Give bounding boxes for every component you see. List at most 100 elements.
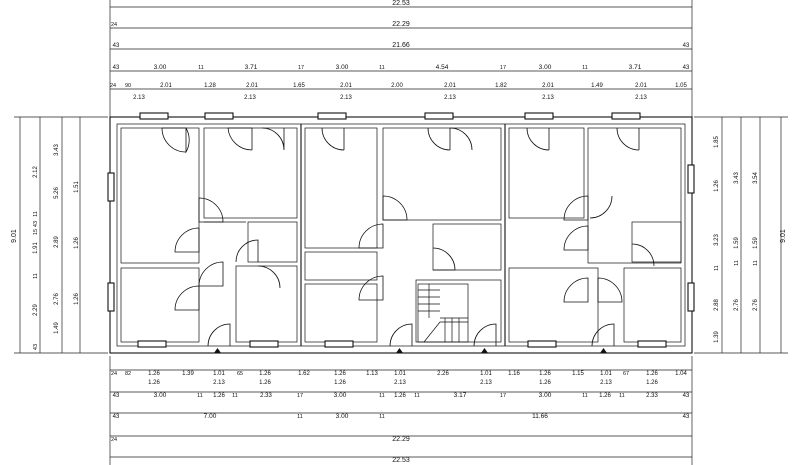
bottom-r2-label: 3.00 [334, 392, 347, 399]
bottom-r1b-label: 2.13 [480, 380, 492, 386]
top-r4-label: 3.00 [336, 64, 349, 71]
bottom-r3-label: 43 [113, 414, 120, 420]
party-walls [300, 124, 506, 346]
left-c3-label: 3.43 [54, 144, 60, 156]
bottom-r2-label: 1.26 [599, 393, 611, 399]
right-c3-label: 11 [753, 260, 759, 266]
right-c3-label: 3.54 [753, 172, 759, 184]
building-outline [109, 116, 693, 354]
top-r5-label: 2.01 [635, 83, 647, 89]
right-c1-label: 1.39 [714, 331, 720, 343]
top-r5-label: 1.82 [495, 83, 507, 89]
bottom-total-label: 22.53 [392, 457, 410, 464]
entrance-arrow-icon [481, 348, 488, 353]
bottom-r2-label: 11 [619, 393, 625, 399]
top-r5-label: 2.01 [160, 83, 172, 89]
top-r4-label: 3.71 [629, 64, 642, 71]
top-r4-label: 3.00 [539, 64, 552, 71]
bottom-r1-label: 1.62 [298, 371, 310, 377]
bottom-r2-label: 11 [582, 393, 588, 399]
bottom-r1b-label: 2.13 [394, 380, 406, 386]
bottom-r2-label: 3.17 [454, 392, 467, 399]
top-r3-label: 21.66 [392, 42, 410, 49]
entrance-arrow-icon [214, 348, 221, 353]
bottom-r3-label: 11 [297, 414, 303, 420]
bottom-r2-label: 1.26 [394, 393, 406, 399]
bottom-r3-label: 43 [683, 414, 690, 420]
bottom-r1-label: 1.13 [366, 371, 378, 377]
top-r3-label: 43 [113, 43, 120, 49]
left-c3-label: 2.89 [54, 236, 60, 248]
bottom-r2-label: 11 [197, 393, 203, 399]
top-r3-label: 43 [683, 43, 690, 49]
bottom-r1-label: 1.26 [646, 371, 658, 377]
right-c2-label: 3.43 [734, 172, 740, 184]
bottom-r1-label: 65 [237, 371, 243, 377]
bottom-r1-label: 1.01 [213, 371, 225, 377]
unit-1-rooms [120, 127, 298, 343]
bottom-r1b-label: 1.26 [334, 380, 346, 386]
left-c2-label: 15 [33, 229, 39, 235]
bottom-r4-label: 24 [111, 437, 117, 443]
bottom-r1-label: 2.26 [437, 371, 449, 377]
top-r5-label: 24 [110, 83, 116, 89]
top-r5-label: 1.28 [204, 83, 216, 89]
right-c1-label: 11 [714, 265, 720, 271]
top-r6-label: 2.13 [133, 95, 145, 101]
bottom-dimension-chains: 24 82 1.26 1.39 1.01 65 1.26 1.62 1.26 1… [109, 356, 693, 465]
top-r6-label: 2.13 [635, 95, 647, 101]
left-c4-label: 1.26 [74, 293, 80, 305]
entrance-arrow-icon [396, 348, 403, 353]
top-r4-label: 4.54 [436, 64, 449, 71]
unit-3-rooms [508, 127, 682, 343]
left-c2-label: 2.12 [33, 166, 39, 178]
top-r5-label: 90 [125, 83, 131, 89]
top-r6-label: 2.13 [444, 95, 456, 101]
left-outer-label: 9.01 [11, 229, 18, 243]
bottom-r4-label: 22.29 [392, 436, 410, 443]
entrance-arrow-icon [600, 348, 607, 353]
top-r4-label: 43 [683, 65, 690, 71]
bottom-r1-label: 24 [111, 371, 117, 377]
left-c2-label: 11 [33, 211, 39, 217]
bottom-r1b-label: 1.26 [259, 380, 271, 386]
left-c3-label: 5.26 [54, 187, 60, 199]
bottom-r1b-label: 2.13 [213, 380, 225, 386]
top-r5-label: 2.01 [246, 83, 258, 89]
right-dimension-chains: 1.85 1.26 1.26 3.23 11 2.88 1.26 1.39 3.… [694, 116, 788, 354]
bottom-r1-label: 1.04 [675, 371, 687, 377]
left-c2-label: 43 [33, 221, 39, 227]
bottom-r3-label: 7.00 [204, 413, 217, 420]
top-total-label: 22.53 [392, 0, 410, 7]
left-c4-label: 1.51 [74, 181, 80, 193]
bottom-r2-label: 17 [297, 393, 303, 399]
bottom-r1-label: 67 [623, 371, 629, 377]
bottom-r2-label: 2.33 [646, 393, 658, 399]
staircase [417, 283, 469, 343]
bottom-r3-label: 3.00 [336, 413, 349, 420]
top-r4-label: 3.00 [154, 64, 167, 71]
bottom-r2-label: 11 [414, 393, 420, 399]
bottom-r2-label: 3.00 [154, 392, 167, 399]
bottom-r1-label: 1.26 [259, 371, 271, 377]
bottom-r2-label: 3.00 [539, 392, 552, 399]
bottom-r2-label: 2.33 [260, 393, 272, 399]
windows [107, 112, 695, 348]
bottom-r1b-label: 1.26 [539, 380, 551, 386]
right-c2-label: 11 [734, 260, 740, 266]
bottom-r1b-label: 1.26 [148, 380, 160, 386]
left-c3-label: 1.49 [54, 322, 60, 334]
left-c4-label: 1.26 [74, 237, 80, 249]
doors-upper [161, 127, 640, 154]
top-r6-label: 2.13 [340, 95, 352, 101]
bottom-r2-label: 43 [113, 393, 120, 399]
top-r4-label: 17 [298, 65, 304, 71]
bottom-r1-label: 1.15 [572, 371, 584, 377]
bottom-r1-label: 1.39 [182, 371, 194, 377]
left-c3-label: 2.76 [54, 293, 60, 305]
top-r5-label: 2.01 [542, 83, 554, 89]
top-r6-label: 2.13 [542, 95, 554, 101]
top-r5-label: 1.49 [591, 83, 603, 89]
right-c3-label: 1.59 [753, 237, 759, 249]
top-dimension-chains: 22.53 24 22.29 43 21.66 43 43 3.00 11 3.… [109, 0, 693, 118]
